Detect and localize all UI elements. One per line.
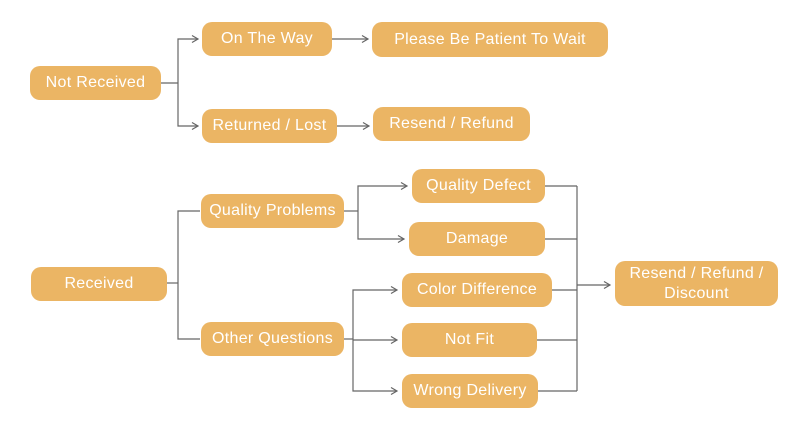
node-damage: Damage bbox=[409, 222, 545, 256]
node-please-be-patient-to-wait: Please Be Patient To Wait bbox=[372, 22, 608, 57]
node-received: Received bbox=[31, 267, 167, 301]
node-other-questions: Other Questions bbox=[201, 322, 344, 356]
node-not-received: Not Received bbox=[30, 66, 161, 100]
node-quality-defect: Quality Defect bbox=[412, 169, 545, 203]
node-resend-refund: Resend / Refund bbox=[373, 107, 530, 141]
node-returned-lost: Returned / Lost bbox=[202, 109, 337, 143]
node-not-fit: Not Fit bbox=[402, 323, 537, 357]
node-wrong-delivery: Wrong Delivery bbox=[402, 374, 538, 408]
node-resend-refund-discount: Resend / Refund / Discount bbox=[615, 261, 778, 306]
node-color-difference: Color Difference bbox=[402, 273, 552, 307]
node-quality-problems: Quality Problems bbox=[201, 194, 344, 228]
node-on-the-way: On The Way bbox=[202, 22, 332, 56]
